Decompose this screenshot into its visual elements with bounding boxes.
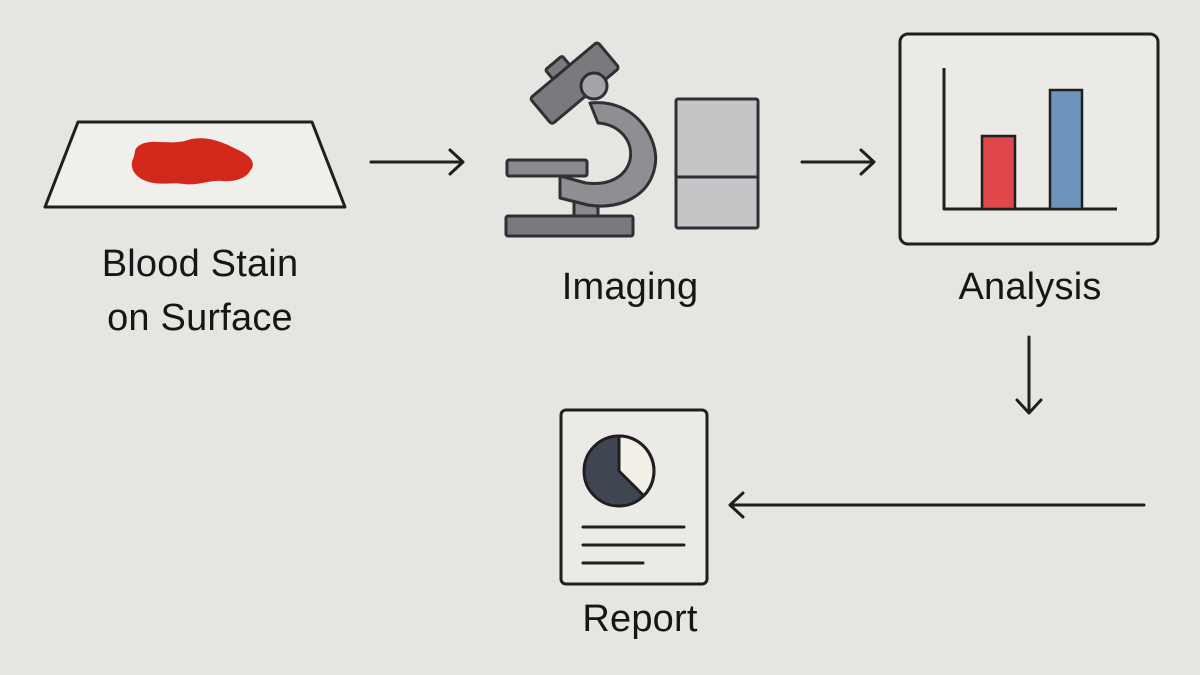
- blood-stain-slide-icon: [43, 120, 347, 209]
- microscope-knob: [579, 71, 609, 101]
- report-document-icon: [559, 408, 709, 586]
- blood-stain: [131, 138, 253, 185]
- label-blood-stain: Blood Stain on Surface: [30, 237, 370, 345]
- label-report: Report: [582, 598, 698, 640]
- microscope-arm: [558, 101, 658, 208]
- bar-chart-icon: [898, 32, 1160, 246]
- microscope-icon: [504, 41, 658, 238]
- microscope-base: [504, 214, 635, 238]
- pie-chart-light-slice: [617, 434, 656, 498]
- label-imaging: Imaging: [561, 266, 699, 308]
- bar-red: [980, 134, 1017, 211]
- label-analysis: Analysis: [958, 266, 1102, 308]
- label-blood-stain-line1: Blood Stain: [101, 243, 299, 285]
- microscope-stage: [505, 158, 589, 178]
- chart-frame: [898, 32, 1160, 246]
- image-panel-icon: [674, 97, 760, 230]
- arrow-to-report: [728, 491, 1146, 519]
- bar-blue: [1048, 88, 1084, 211]
- arrow-to-imaging: [369, 148, 465, 176]
- label-blood-stain-line2: on Surface: [107, 297, 293, 339]
- report-text-lines: [581, 525, 686, 565]
- arrow-to-analysis: [800, 148, 876, 176]
- microscope-tube: [529, 41, 620, 125]
- arrow-down: [1015, 335, 1043, 415]
